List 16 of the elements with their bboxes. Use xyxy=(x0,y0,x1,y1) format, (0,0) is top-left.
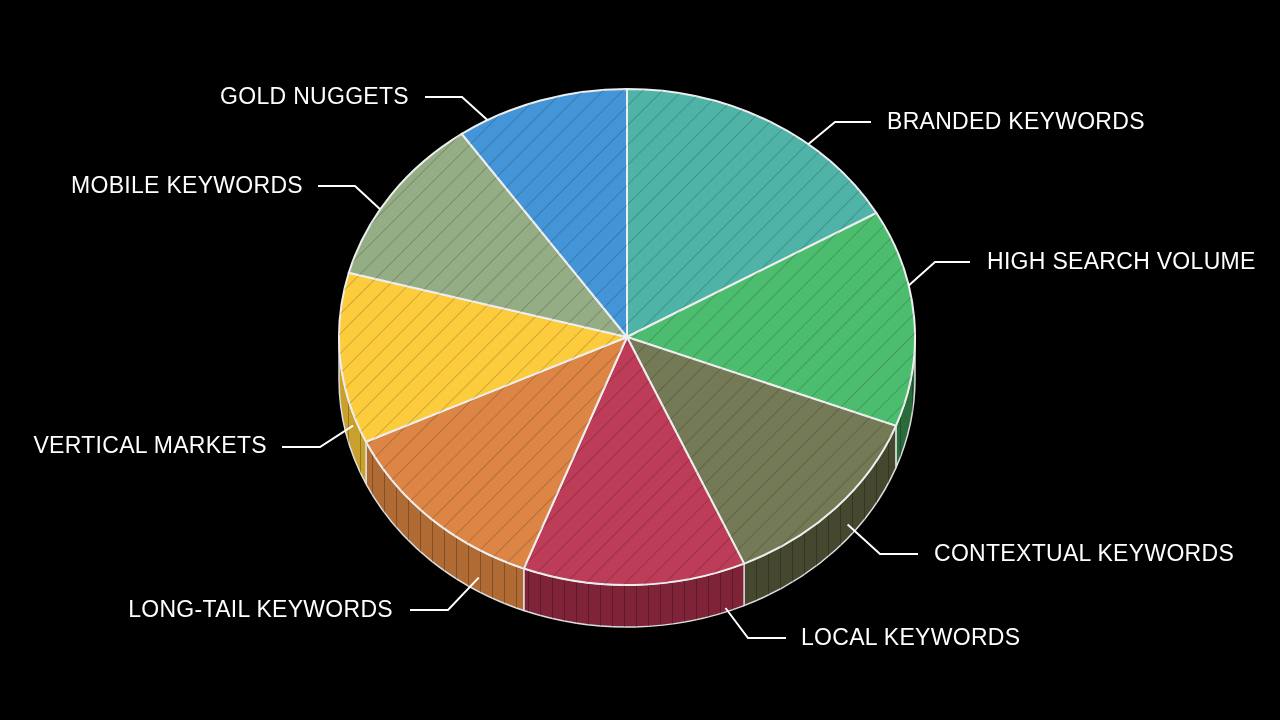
slice-label: GOLD NUGGETS xyxy=(220,84,409,110)
slice-label: HIGH SEARCH VOLUME xyxy=(987,249,1256,275)
slice-label: CONTEXTUAL KEYWORDS xyxy=(934,541,1235,567)
pie-slice xyxy=(460,88,628,338)
slice-label: BRANDED KEYWORDS xyxy=(887,109,1145,135)
slice-label: LONG-TAIL KEYWORDS xyxy=(128,597,393,623)
leader-line xyxy=(317,185,382,211)
leader-line xyxy=(846,523,919,555)
leader-line xyxy=(807,121,872,146)
leader-line xyxy=(724,607,787,639)
leader-line xyxy=(281,424,355,448)
slice-label: VERTICAL MARKETS xyxy=(33,433,267,459)
slice-label: LOCAL KEYWORDS xyxy=(801,625,1021,651)
slice-label: MOBILE KEYWORDS xyxy=(71,173,303,199)
leader-line xyxy=(424,96,489,122)
leader-line xyxy=(907,261,971,287)
